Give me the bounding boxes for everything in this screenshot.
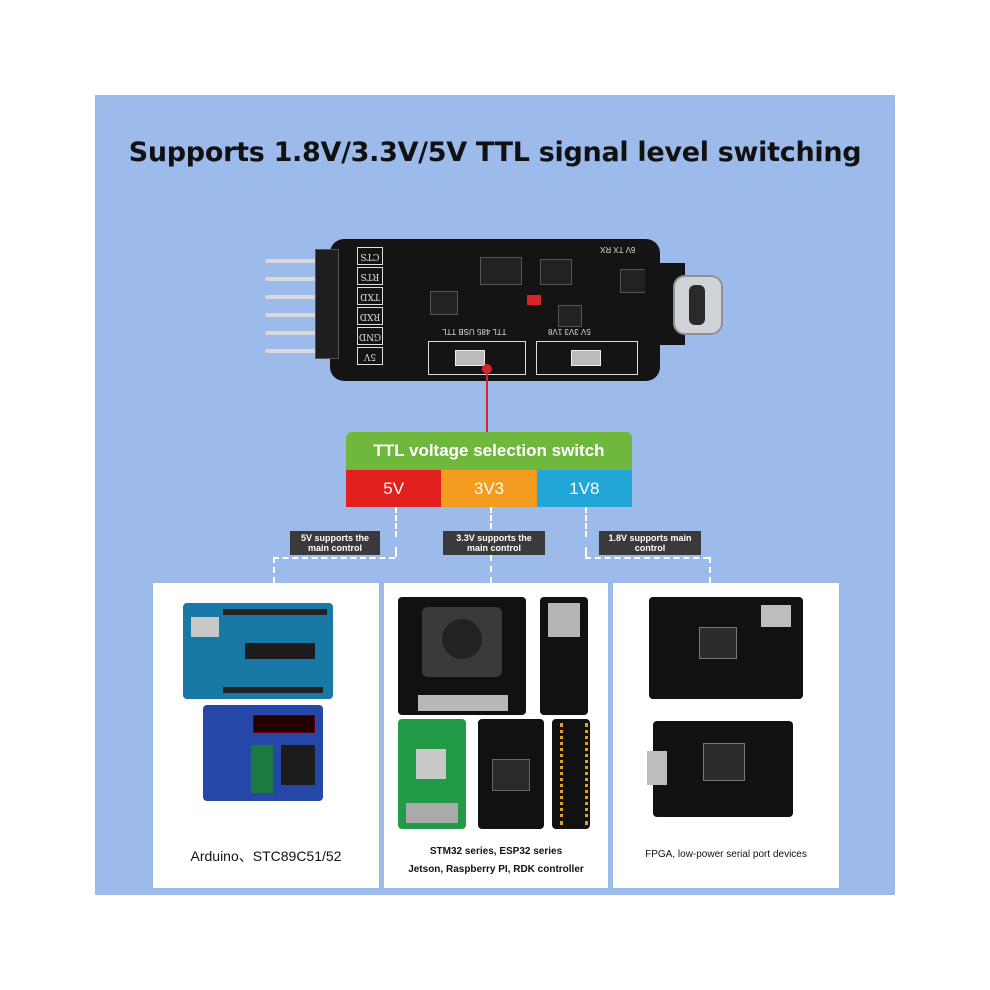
- headline: Supports 1.8V/3.3V/5V TTL signal level s…: [128, 137, 862, 168]
- header-pins: [265, 259, 337, 367]
- connector-5v-horizontal: [273, 557, 395, 559]
- arduino-uno-image: [183, 603, 333, 699]
- rdk-board-image: [478, 719, 544, 829]
- pin-label: RTS: [357, 267, 383, 285]
- voltage-selector: TTL voltage selection switch 5V 3V3 1V8: [346, 432, 632, 507]
- serial-device-board-image: [647, 721, 793, 817]
- tag-5v: 5V supports the main control: [290, 531, 380, 555]
- card-5v-devices: Arduino、STC89C51/52: [153, 583, 379, 888]
- usb-ttl-adapter-board: TTL 485 USB TTL 5V 3V3 1V8 6V TX RX CTS …: [265, 235, 723, 381]
- pin-label: RXD: [357, 307, 383, 325]
- switch-pointer-line: [486, 372, 488, 434]
- tag-1v8: 1.8V supports main control: [599, 531, 701, 555]
- pin-label: 5V: [357, 347, 383, 365]
- connector-1v8: [585, 507, 587, 537]
- option-3v3: 3V3: [441, 470, 537, 507]
- connector-5v: [395, 507, 397, 537]
- pin-label: TXD: [357, 287, 383, 305]
- voltage-switch-label: 5V 3V3 1V8: [548, 327, 591, 336]
- fpga-board-image: [649, 597, 803, 699]
- mode-switch-label: TTL 485 USB TTL: [442, 327, 507, 336]
- voltage-switch: [536, 341, 638, 375]
- pin-label: GND: [357, 327, 383, 345]
- card-3v3-caption-line2: Jetson, Raspberry PI, RDK controller: [408, 864, 584, 875]
- stm32-board-image: [552, 719, 590, 829]
- connector-1v8-horizontal: [585, 557, 709, 559]
- status-led: [527, 295, 541, 305]
- option-1v8: 1V8: [536, 470, 632, 507]
- card-1v8-caption: FPGA, low-power serial port devices: [645, 849, 807, 860]
- pin-header: [315, 249, 339, 359]
- selector-options: 5V 3V3 1V8: [346, 470, 632, 507]
- card-3v3-devices: STM32 series, ESP32 series Jetson, Raspb…: [384, 583, 608, 888]
- card-3v3-caption-line1: STM32 series, ESP32 series: [429, 846, 563, 857]
- card-5v-caption: Arduino、STC89C51/52: [190, 848, 342, 864]
- pin-label-column: CTS RTS TXD RXD GND 5V: [357, 247, 383, 367]
- raspberry-pi-image: [398, 719, 466, 829]
- switch-pointer-dot: [482, 364, 492, 374]
- connector-3v3: [490, 507, 492, 537]
- top-silk-label: 6V TX RX: [600, 245, 636, 254]
- pcb: TTL 485 USB TTL 5V 3V3 1V8 6V TX RX: [330, 239, 660, 381]
- tag-3v3: 3.3V supports the main control: [443, 531, 545, 555]
- pin-label: CTS: [357, 247, 383, 265]
- selector-title: TTL voltage selection switch: [346, 432, 632, 470]
- jetson-board-image: [398, 597, 526, 715]
- option-5v: 5V: [346, 470, 442, 507]
- stc89c51-board-image: [203, 705, 323, 801]
- mode-switch: [428, 341, 526, 375]
- esp32-board-image: [540, 597, 588, 715]
- usb-c-connector: [673, 275, 723, 335]
- card-1v8-devices: FPGA, low-power serial port devices: [613, 583, 839, 888]
